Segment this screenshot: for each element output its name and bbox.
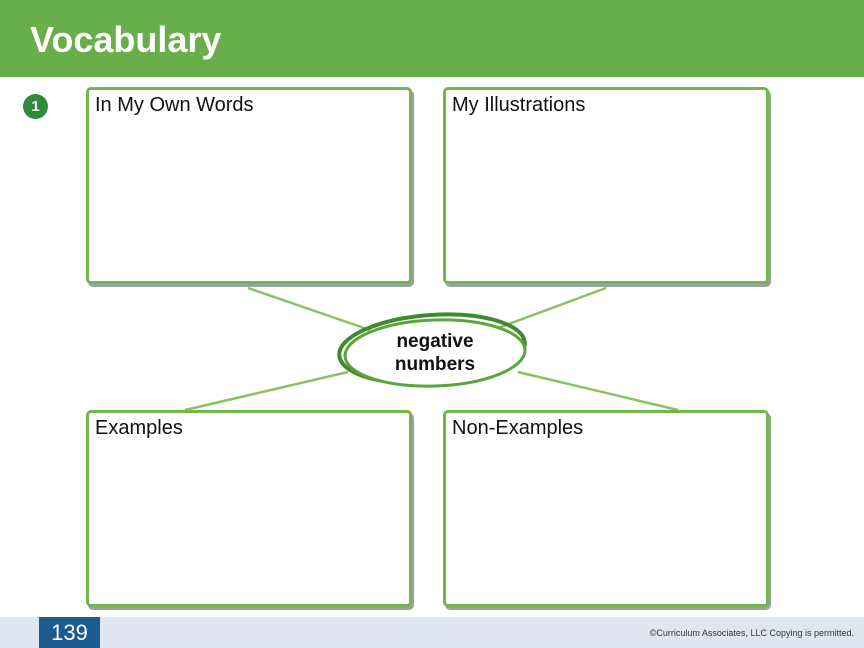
non-examples-label: Non-Examples [452,417,584,439]
vocabulary-word: negative numbers [360,330,510,380]
connector-line-bottom-left [184,370,349,412]
my-illustrations-label: My Illustrations [452,94,586,116]
non-examples-box[interactable]: Non-Examples [443,410,769,607]
vocabulary-word-line-1: negative [396,331,474,352]
footer-band [0,617,864,648]
copyright-notice: ©Curriculum Associates, LLC Copying is p… [649,628,854,638]
center-oval [343,318,527,388]
page-title: Vocabulary [30,19,222,60]
examples-label: Examples [95,417,183,439]
connector-line-top-left [247,286,371,332]
my-illustrations-box[interactable]: My Illustrations [443,87,769,284]
step-number-badge: 1 [23,94,48,119]
in-my-own-words-label: In My Own Words [95,94,254,116]
vocabulary-word-line-2: numbers [394,354,476,375]
header-bar: Vocabulary [0,0,864,77]
in-my-own-words-box[interactable]: In My Own Words [86,87,412,284]
examples-box[interactable]: Examples [86,410,412,607]
page-number-badge: 139 [39,617,100,648]
connector-line-bottom-right [517,370,679,412]
connector-line-top-right [497,286,607,330]
